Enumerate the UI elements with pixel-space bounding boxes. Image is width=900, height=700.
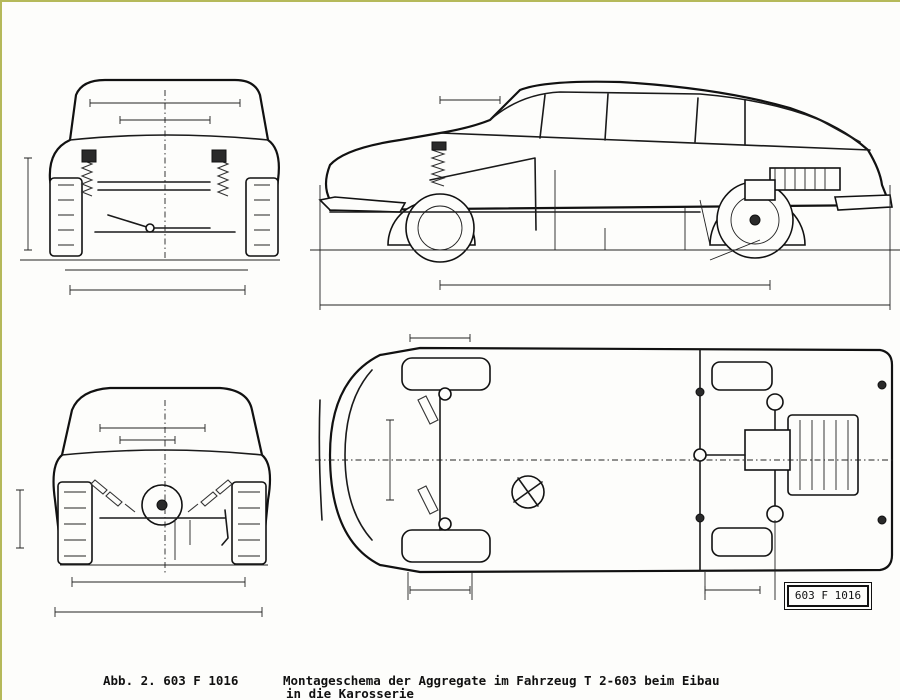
front-view	[20, 78, 280, 295]
caption-text-line1: Montageschema der Aggregate im Fahrzeug …	[283, 674, 720, 688]
sheet-border-top	[0, 0, 900, 2]
caption-text-line2: in die Karosserie	[286, 686, 414, 700]
rear-view	[16, 386, 272, 617]
figure-caption: Abb. 2. 603 F 1016 Montageschema der Aggr…	[103, 674, 893, 700]
side-view	[310, 80, 900, 310]
page-number: 104	[0, 343, 1, 368]
sheet-border-left	[0, 0, 2, 700]
plan-view	[315, 334, 895, 600]
caption-figure-label: Abb. 2. 603 F 1016	[103, 674, 239, 688]
drawing-number-stamp: 603 F 1016	[784, 582, 872, 610]
